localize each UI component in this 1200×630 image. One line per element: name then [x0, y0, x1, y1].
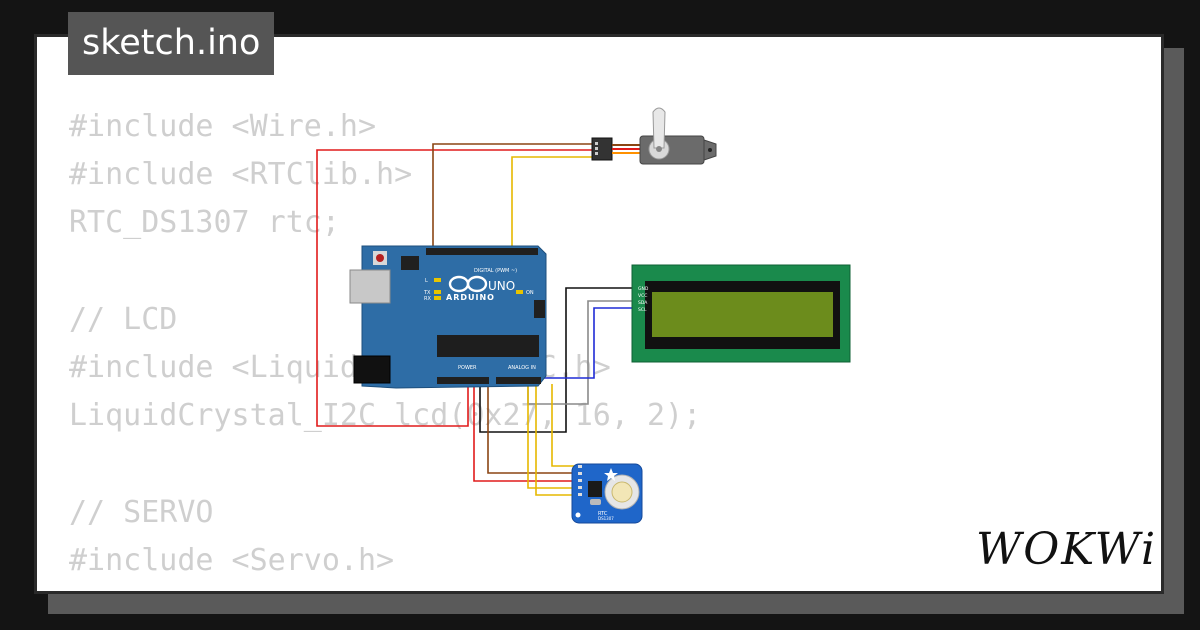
- rtc-pin: [578, 493, 582, 496]
- wire-yellow-rtc-2[interactable]: [535, 384, 580, 496]
- lcd-pin-scl: SCL: [638, 307, 647, 313]
- analog-label: ANALOG IN: [508, 365, 536, 371]
- servo-horn-screw: [656, 146, 662, 152]
- arduino-brand-text: ARDUINO: [446, 293, 495, 302]
- rtc-pin: [578, 479, 582, 482]
- arduino-model-text: UNO: [488, 279, 515, 293]
- servo-pin: [595, 147, 598, 150]
- servo-screw-hole: [708, 148, 712, 152]
- wire-red-servo[interactable]: [316, 149, 592, 427]
- tx-label: TX: [423, 290, 431, 296]
- led-rx: [434, 296, 441, 300]
- arduino-infinity-logo: [448, 275, 488, 293]
- wire-yellow-rtc[interactable]: [527, 384, 580, 489]
- rtc-battery: [611, 481, 633, 503]
- lcd-pin-sda: SDA: [638, 300, 648, 306]
- wire-brown-rtc[interactable]: [487, 384, 580, 474]
- file-tab[interactable]: sketch.ino: [68, 12, 275, 75]
- wire-brown-servo[interactable]: [432, 143, 592, 250]
- reset-button[interactable]: [376, 254, 384, 262]
- analog-header: [496, 377, 541, 384]
- lcd-pin-vcc: VCC: [638, 293, 647, 299]
- preview-card: #include <Wire.h> #include <RTClib.h> RTC_…: [34, 34, 1164, 594]
- wire-yellow-rtc-3[interactable]: [551, 384, 580, 467]
- power-jack: [353, 355, 391, 384]
- rtc-ds1307-module[interactable]: RTC DS1307: [571, 463, 643, 524]
- code-line: #include <Servo.h>: [69, 542, 395, 578]
- led-on: [516, 290, 523, 294]
- arduino-uno-board[interactable]: ARDUINO UNO DIGITAL (PWM ~) ANALOG IN PO…: [349, 245, 547, 389]
- rtc-label: RTC: [598, 511, 608, 517]
- rtc-crystal: [590, 499, 601, 505]
- servo-horn-arm: [652, 107, 666, 149]
- digital-label: DIGITAL (PWM ~): [474, 268, 517, 274]
- led-l: [434, 278, 441, 282]
- lcd-pin-labels: GND VCC SDA SCL: [638, 286, 649, 313]
- power-label: POWER: [458, 365, 477, 371]
- code-line: RTC_DS1307 rtc;: [69, 205, 340, 241]
- servo-pin: [595, 152, 598, 155]
- rtc-star-logo: [604, 468, 618, 481]
- rx-label: RX: [424, 296, 431, 302]
- wokwi-logo: WOKWi: [976, 524, 1158, 575]
- code-line: #include <Wire.h>: [69, 109, 377, 144]
- usb-port: [349, 269, 391, 304]
- lcd-1602-i2c[interactable]: GND VCC SDA SCL: [631, 264, 851, 363]
- code-line: #include <RTClib.h>: [69, 157, 413, 193]
- atmega-chip: [437, 335, 539, 357]
- servo-motor[interactable]: [591, 107, 717, 165]
- icsp-header-right: [534, 300, 545, 318]
- wires: [316, 143, 634, 496]
- wire-yellow-servo[interactable]: [511, 156, 592, 250]
- l-label: L: [425, 278, 428, 284]
- code-line: // SERVO: [69, 494, 214, 530]
- rtc-pins: [578, 465, 582, 496]
- lcd-screen: [652, 292, 833, 337]
- wire-red-rtc[interactable]: [473, 384, 580, 482]
- rtc-pin: [578, 465, 582, 468]
- servo-pin: [595, 142, 598, 145]
- code-line: // LCD: [69, 301, 178, 337]
- rtc-chip: [588, 481, 602, 497]
- icsp-header: [401, 256, 419, 270]
- power-header: [437, 377, 489, 384]
- code-line: LiquidCrystal_I2C lcd(0x27, 16, 2);: [69, 398, 702, 434]
- rtc-chip-label: DS1307: [598, 516, 614, 521]
- led-tx: [434, 290, 441, 294]
- code-background: #include <Wire.h> #include <RTClib.h> RTC_…: [69, 103, 702, 592]
- lcd-pin-gnd: GND: [638, 286, 649, 292]
- rtc-pin: [578, 486, 582, 489]
- rtc-pin: [578, 472, 582, 475]
- on-label: ON: [526, 290, 534, 296]
- wire-black-lcd[interactable]: [479, 287, 634, 433]
- code-line: Servo myServo; int Pin = 9;: [69, 585, 701, 592]
- digital-header: [426, 248, 538, 255]
- rtc-mount-hole: [575, 512, 581, 518]
